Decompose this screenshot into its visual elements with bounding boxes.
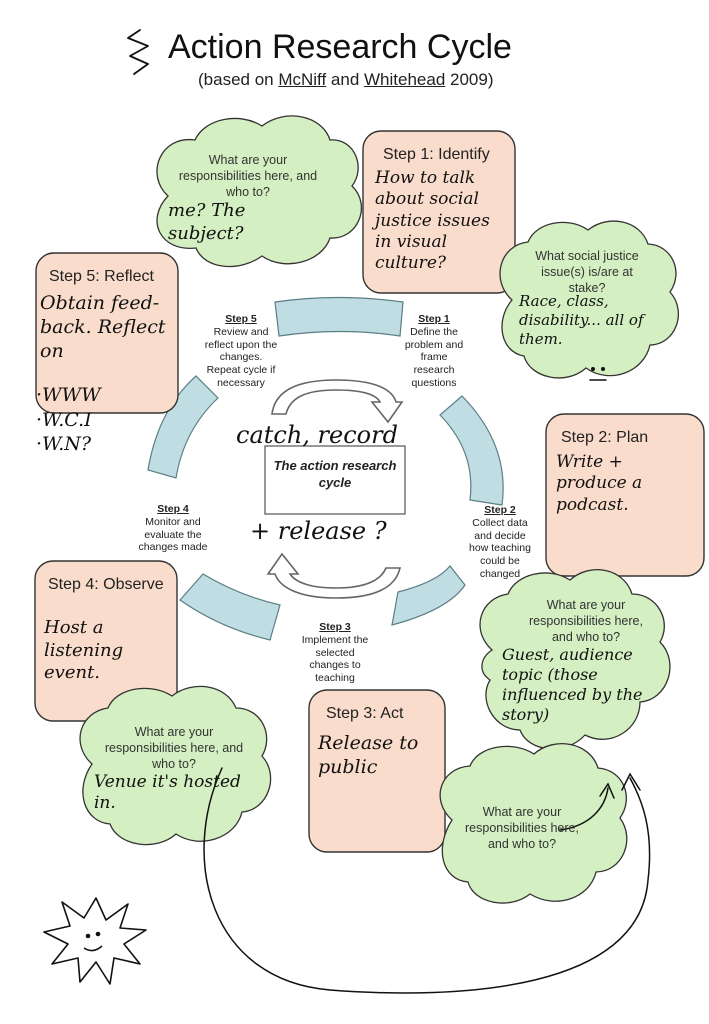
cycle-arc-right: [439, 395, 504, 506]
author-mcniff: McNiff: [278, 70, 327, 89]
cycle-arcs: [147, 296, 504, 641]
cloud-bottom-right: [439, 743, 628, 904]
center-note-line1: catch, record: [236, 421, 398, 449]
cycle-step-5-num: Step 5: [225, 313, 257, 325]
subtitle-post: 2009): [445, 70, 494, 89]
page-subtitle: (based on McNiff and Whitehead 2009): [198, 70, 494, 90]
center-note-line2: + release ?: [250, 517, 387, 545]
cloud-right-mid-question: What are your responsibilities here, and…: [529, 598, 643, 644]
step3-note: Release to public: [318, 732, 419, 778]
center-arrow-top: [271, 379, 404, 424]
sketch-arrow-icon: [203, 767, 651, 994]
page-title: Action Research Cycle: [168, 28, 512, 66]
subtitle-and: and: [326, 70, 365, 89]
step5-list-item: ·WWW: [36, 384, 101, 406]
cloud-bottom-right-question: What are your responsibilities here, and…: [465, 805, 579, 851]
step2-box: [545, 413, 705, 577]
subtitle-pre: (based on: [198, 70, 279, 89]
cloud-top-question: What are your responsibilities here, and…: [178, 153, 318, 199]
step2-title: Step 2: Plan: [561, 429, 649, 446]
cloud-right-mid-note: Guest, audience topic (those influenced …: [502, 645, 643, 724]
step5-box: [35, 252, 179, 414]
cycle-step-3-desc: Implement the selected changes to teachi…: [301, 633, 369, 685]
step5-note: Obtain feed-back. Reflect on: [40, 292, 166, 362]
cycle-step-1-num: Step 1: [418, 313, 450, 325]
cloud-bottom-left: [79, 685, 272, 846]
step5-title: Step 5: Reflect: [49, 268, 154, 285]
cloud-right-mid: [479, 569, 671, 750]
step5-list: ·WWW ·W.C.I ·W.N?: [36, 383, 101, 457]
step3-title: Step 3: Act: [326, 705, 404, 722]
cycle-step-2-num: Step 2: [484, 504, 516, 516]
cloud-right-top-note: Race, class, disability... all of them.: [519, 292, 644, 348]
smiley-star-icon: [43, 897, 147, 985]
cloud-right-top: [499, 220, 679, 379]
smiley-cloud-icon: [589, 366, 607, 381]
cycle-step-4-num: Step 4: [157, 503, 189, 515]
center-arrows: [266, 379, 404, 599]
cloud-top: [156, 115, 363, 268]
cloud-right-top-question: What social justice issue(s) is/are at s…: [535, 249, 639, 295]
cloud-bottom-left-note: Venue it's hosted in.: [94, 772, 241, 814]
center-label: The action research cycle: [273, 458, 397, 490]
step3-box: [308, 689, 446, 853]
center-box: [264, 445, 406, 515]
step5-list-item: ·W.N?: [36, 433, 92, 456]
step1-title: Step 1: Identify: [383, 146, 490, 163]
cloud-bottom-left-question: What are your responsibilities here, and…: [104, 725, 244, 771]
cycle-arc-bottom-left: [179, 573, 281, 641]
step5-list-item: ·W.C.I: [36, 408, 92, 431]
cloud-top-note: me? The subject?: [168, 200, 246, 244]
cycle-arc-bottom-right: [391, 565, 466, 626]
cycle-step-4-desc: Monitor and evaluate the changes made: [138, 515, 208, 554]
step1-box: [362, 130, 516, 294]
cycle-step-2-desc: Collect data and decide how teaching cou…: [469, 516, 531, 580]
step2-note: Write + produce a podcast.: [556, 452, 643, 515]
squiggle-icon: [127, 29, 149, 75]
step4-title: Step 4: Observe: [48, 576, 164, 593]
cycle-arc-left: [147, 375, 219, 479]
step1-note: How to talk about social justice issues …: [375, 168, 490, 273]
step4-note: Host a listening event.: [44, 617, 124, 683]
center-arrow-bottom: [266, 552, 402, 599]
cycle-step-3-num: Step 3: [319, 621, 351, 633]
cycle-arc-top: [274, 296, 404, 337]
cycle-step-1-desc: Define the problem and frame research qu…: [404, 325, 464, 389]
cycle-step-5-desc: Review and reflect upon the changes. Rep…: [204, 325, 278, 389]
author-whitehead: Whitehead: [364, 70, 446, 89]
